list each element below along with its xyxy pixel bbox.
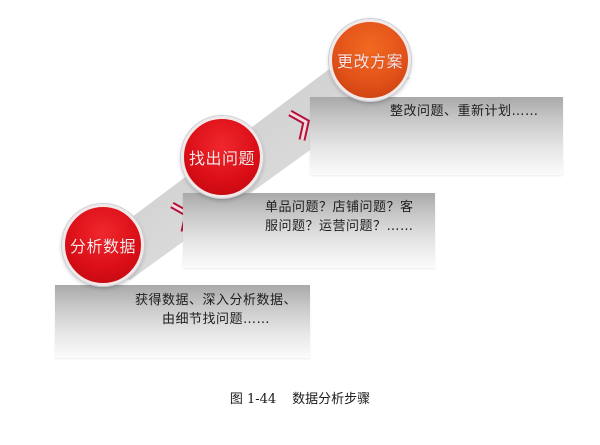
step-3-description: 整改问题、重新计划…… [390,102,539,121]
step-3-description-box: 整改问题、重新计划…… [310,97,563,175]
step-1-description: 获得数据、深入分析数据、 由细节找问题…… [135,291,297,329]
step-1-circle: 分析数据 [62,204,144,286]
figure-title: 数据分析步骤 [292,392,371,407]
step-3-label: 更改方案 [336,52,403,71]
figure-caption: 图 1-44 数据分析步骤 [0,388,600,407]
step-2-label: 找出问题 [188,149,255,168]
figure-number: 图 1-44 [229,392,277,407]
description-line: 服问题？运营问题？…… [265,219,414,234]
chevron-right-icon [288,109,310,141]
description-line: 获得数据、深入分析数据、 [135,293,298,308]
step-2-circle: 找出问题 [181,116,263,198]
step-2-description: 单品问题？店铺问题？客 服问题？运营问题？…… [265,198,414,236]
step-2-description-box: 单品问题？店铺问题？客 服问题？运营问题？…… [183,193,435,268]
description-line: 单品问题？店铺问题？客 [265,200,414,215]
step-1-label: 分析数据 [69,237,136,256]
description-line: 由细节找问题…… [162,312,271,327]
step-3-circle: 更改方案 [329,19,411,101]
description-line: 整改问题、重新计划…… [390,104,539,119]
step-1-description-box: 获得数据、深入分析数据、 由细节找问题…… [55,285,310,358]
